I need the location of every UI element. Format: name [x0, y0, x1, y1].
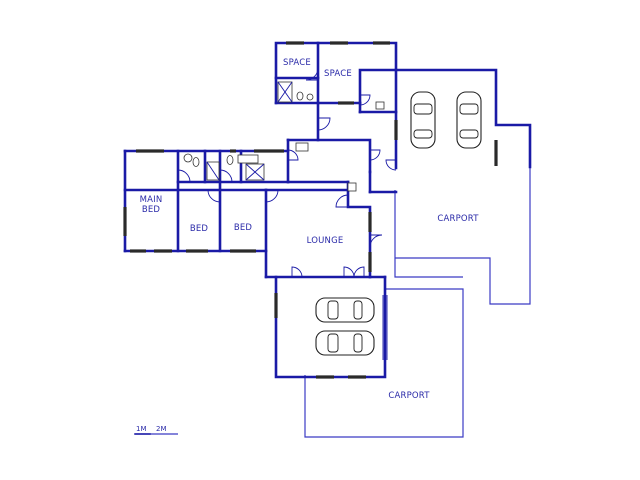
appliance-icon [375, 101, 385, 110]
car-icon [456, 91, 482, 149]
room-label-lounge: LOUNGE [307, 236, 344, 246]
room-label-carport-east: CARPORT [437, 214, 479, 224]
room-label-space-1: SPACE [283, 58, 311, 68]
room-label-bed-2: BED [234, 223, 253, 233]
room-labels: SPACE SPACE MAIN BED BED BED LOUNGE CARP… [140, 58, 479, 401]
room-label-main-bed-line1: MAIN [140, 195, 163, 205]
toilet-icon [226, 155, 234, 165]
scale-label-1m: 1M [136, 425, 147, 433]
car-icon [410, 91, 436, 149]
car-icon [315, 330, 375, 356]
toilet-icon [192, 157, 200, 167]
basin-icon [237, 154, 259, 164]
stove-icon [347, 182, 357, 192]
basin-icon [306, 93, 314, 101]
scale-bar: 1M 2M [134, 425, 178, 435]
room-label-carport-south: CARPORT [388, 391, 430, 401]
car-icon [315, 297, 375, 323]
scale-label-2m: 2M [156, 425, 167, 433]
room-label-bed-1: BED [190, 224, 209, 234]
room-label-main-bed-line2: BED [142, 205, 161, 215]
windows [123, 41, 498, 379]
fixtures [183, 81, 385, 192]
cars [315, 91, 482, 356]
room-label-space-2: SPACE [324, 69, 352, 79]
doors [177, 67, 397, 360]
sink-icon [295, 142, 309, 152]
carport-outlines [304, 167, 531, 438]
toilet-icon [296, 91, 304, 101]
basin-icon [183, 153, 193, 163]
